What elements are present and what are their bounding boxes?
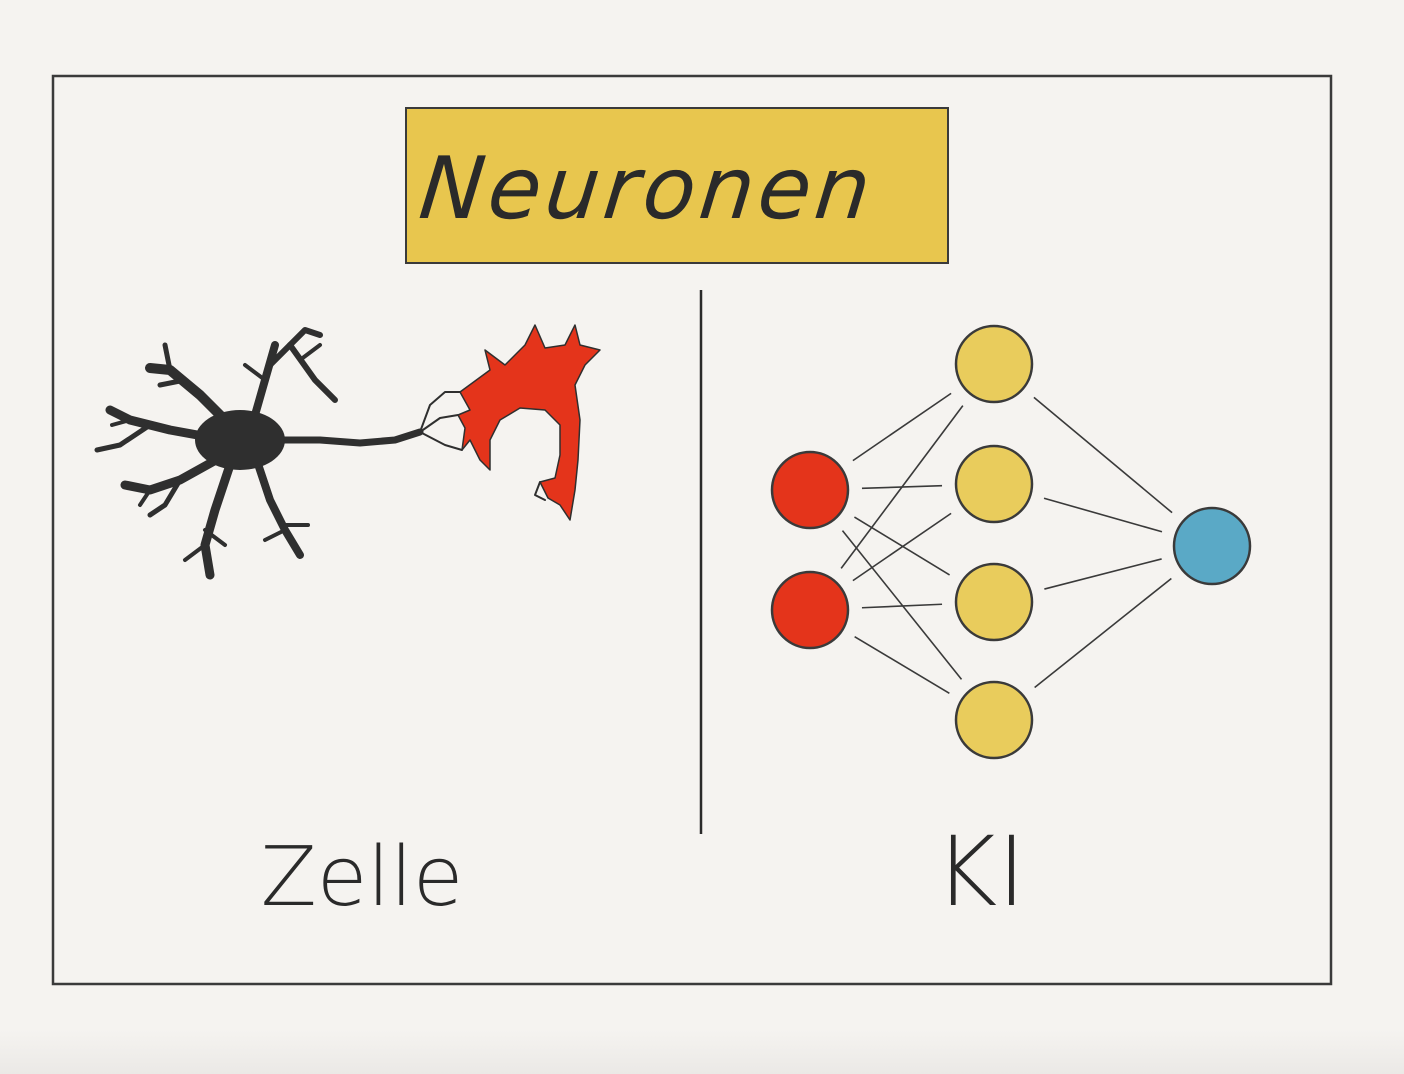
neuron-cell-illustration	[94, 324, 601, 580]
bottom-shade	[0, 1030, 1404, 1074]
target-neuron	[457, 324, 601, 521]
network-edge	[861, 603, 943, 609]
output-node	[1172, 506, 1252, 586]
network-edge	[854, 516, 950, 576]
input-node	[770, 450, 850, 530]
label-ki: KI	[934, 816, 1025, 928]
network-edge	[1044, 558, 1162, 590]
label-zelle: Zelle	[261, 830, 464, 925]
input-node	[770, 570, 850, 650]
hidden-node	[954, 562, 1034, 642]
network-edge	[852, 512, 952, 582]
title: Neuronen	[415, 139, 879, 239]
network-edge	[1033, 396, 1173, 514]
hidden-node	[954, 680, 1034, 760]
network-edge	[841, 530, 963, 680]
neural-network	[770, 324, 1252, 760]
network-edge	[840, 405, 964, 569]
network-edge	[854, 635, 950, 695]
hidden-node	[954, 444, 1034, 524]
network-edge	[1043, 497, 1163, 533]
network-edge	[852, 392, 952, 462]
title-box: Neuronen	[405, 107, 949, 264]
network-edge	[1034, 577, 1172, 689]
hidden-node	[954, 324, 1034, 404]
frame	[51, 74, 1333, 986]
